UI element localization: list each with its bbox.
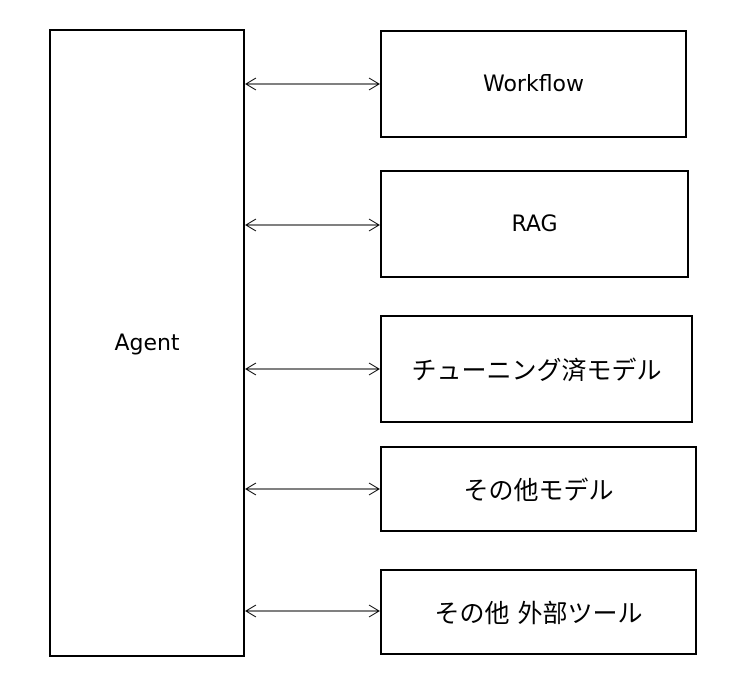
rag-box: RAG <box>380 170 689 278</box>
agent-label: Agent <box>114 330 180 356</box>
tuned-model-box: チューニング済モデル <box>380 315 693 423</box>
arrow-agent-tuned-model <box>245 362 380 376</box>
workflow-label: Workflow <box>482 71 585 97</box>
agent-box: Agent <box>49 29 245 657</box>
arrow-agent-external-tools <box>245 604 380 618</box>
other-model-box: その他モデル <box>380 446 697 532</box>
arrow-agent-other-model <box>245 482 380 496</box>
arrow-agent-workflow <box>245 77 380 91</box>
external-tools-label: その他 外部ツール <box>434 599 643 628</box>
workflow-box: Workflow <box>380 30 687 138</box>
tuned-model-label: チューニング済モデル <box>411 356 662 385</box>
external-tools-box: その他 外部ツール <box>380 569 697 655</box>
arrow-agent-rag <box>245 218 380 232</box>
other-model-label: その他モデル <box>463 476 614 505</box>
rag-label: RAG <box>511 211 558 237</box>
